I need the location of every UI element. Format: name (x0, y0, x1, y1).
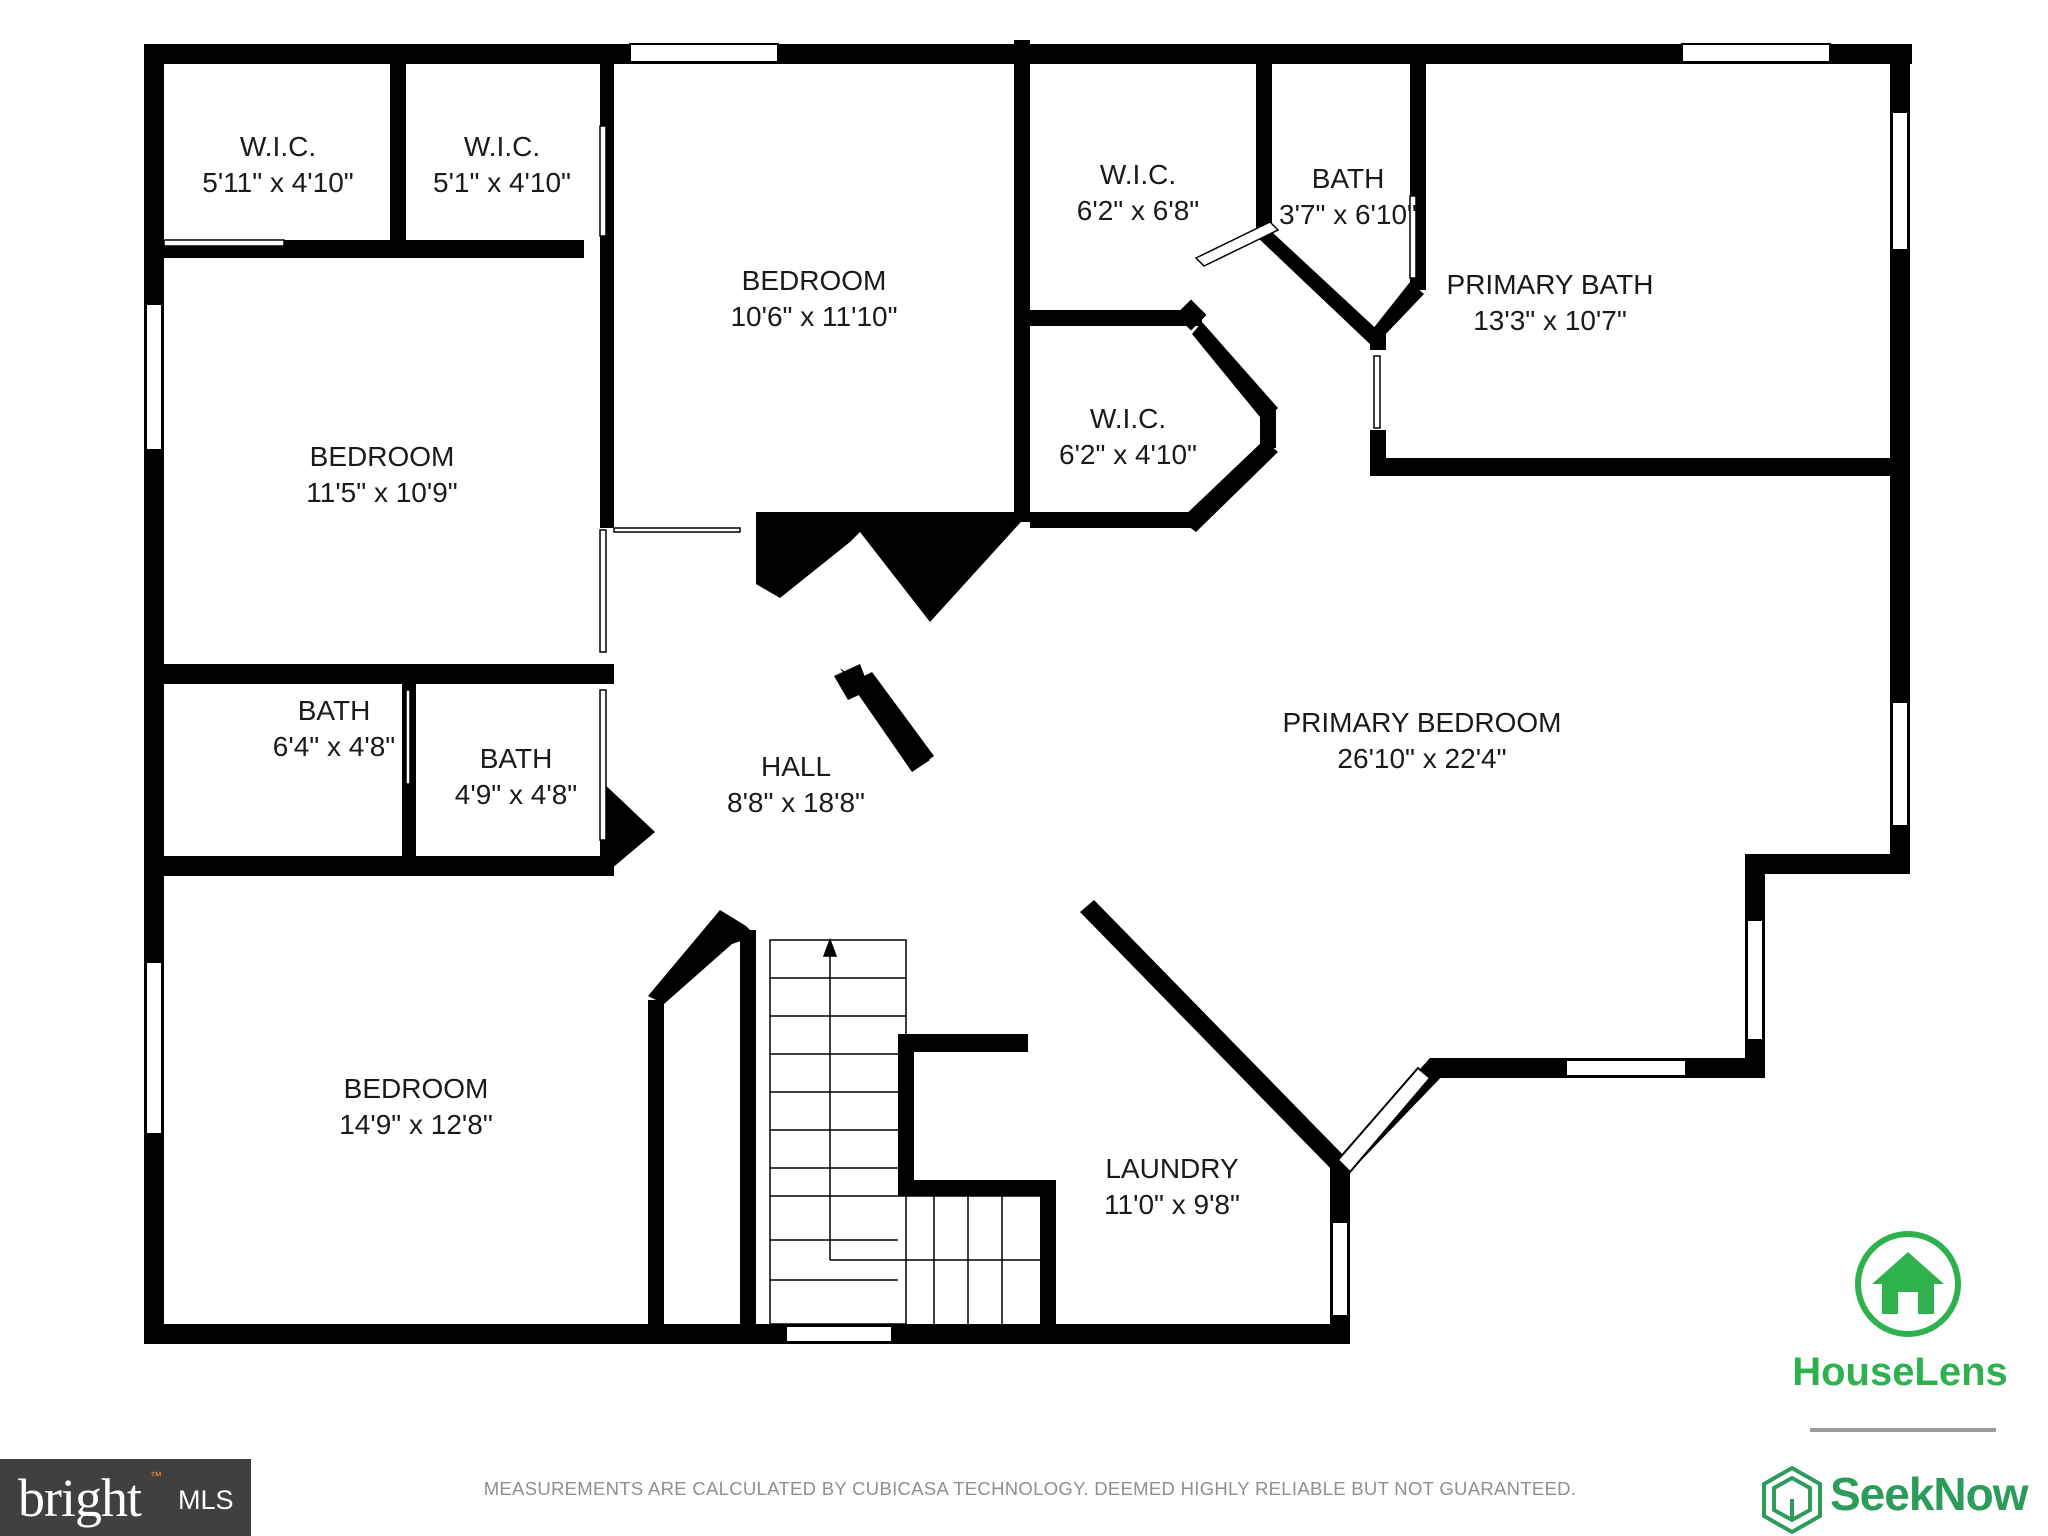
houselens-logo-icon (1855, 1231, 1961, 1337)
room-name: LAUNDRY (1105, 1153, 1239, 1184)
stairs (769, 937, 1040, 1325)
room-name: HALL (761, 751, 831, 782)
room-dims: 14'9" x 12'8" (339, 1109, 493, 1140)
room-dims: 4'9" x 4'8" (455, 779, 577, 810)
bright-mls-text: MLS (178, 1485, 234, 1515)
room-name: PRIMARY BEDROOM (1282, 707, 1561, 738)
door-openings (163, 125, 1417, 841)
room-name: W.I.C. (1100, 159, 1176, 190)
room-name: BEDROOM (344, 1073, 489, 1104)
room-dims: 5'11" x 4'10" (202, 167, 353, 198)
room-name: BATH (298, 695, 371, 726)
room-dims: 13'3" x 10'7" (1473, 305, 1627, 336)
room-dims: 8'8" x 18'8" (727, 787, 865, 818)
logo-divider (1810, 1428, 1996, 1432)
room-dims: 26'10" x 22'4" (1337, 743, 1506, 774)
room-dims: 11'0" x 9'8" (1104, 1189, 1240, 1220)
seeknow-logo-icon (1762, 1465, 1822, 1535)
bright-wordmark: bright (18, 1468, 142, 1528)
bright-mls-logo: bright ™ MLS (0, 1459, 251, 1536)
room-dims: 6'2" x 4'10" (1059, 439, 1197, 470)
room-name: BEDROOM (742, 265, 887, 296)
bright-trademark: ™ (150, 1469, 162, 1483)
room-name: BATH (1312, 163, 1385, 194)
room-labels: W.I.C. 5'11" x 4'10" W.I.C. 5'1" x 4'10"… (202, 131, 1653, 1220)
room-name: W.I.C. (240, 131, 316, 162)
room-name: BATH (480, 743, 553, 774)
room-dims: 3'7" x 6'10" (1279, 199, 1417, 230)
room-name: BEDROOM (310, 441, 455, 472)
seeknow-wordmark: SeekNow (1830, 1468, 2029, 1520)
room-name: W.I.C. (1090, 403, 1166, 434)
room-name: PRIMARY BATH (1447, 269, 1654, 300)
windows (145, 43, 1909, 1343)
houselens-wordmark: HouseLens (1792, 1350, 2008, 1394)
room-dims: 5'1" x 4'10" (433, 167, 571, 198)
room-dims: 6'2" x 6'8" (1077, 195, 1199, 226)
room-name: W.I.C. (464, 131, 540, 162)
room-dims: 10'6" x 11'10" (730, 301, 897, 332)
room-dims: 6'4" x 4'8" (273, 731, 395, 762)
room-dims: 11'5" x 10'9" (306, 477, 457, 508)
disclaimer: MEASUREMENTS ARE CALCULATED BY CUBICASA … (483, 1478, 1577, 1499)
